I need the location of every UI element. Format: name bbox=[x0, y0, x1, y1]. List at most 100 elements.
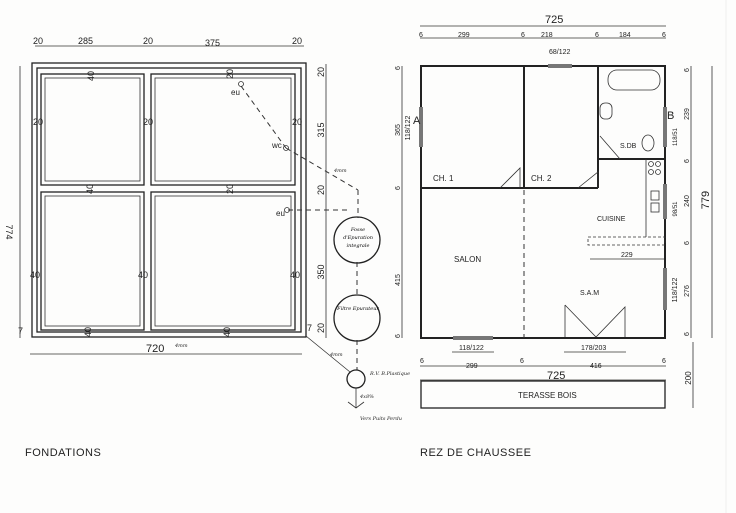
dim: 375 bbox=[205, 38, 220, 48]
window-dim: 118/51 bbox=[673, 127, 679, 146]
window bbox=[663, 184, 667, 219]
window bbox=[548, 64, 572, 68]
window-dim: 118/122 bbox=[672, 278, 679, 303]
pipe-label: eu bbox=[231, 88, 240, 97]
wall-mark: 40 bbox=[83, 327, 93, 337]
dim: 6 bbox=[419, 32, 423, 39]
filter bbox=[333, 294, 381, 342]
dim: 299 bbox=[458, 32, 470, 39]
dim-kitchen: 229 bbox=[621, 252, 633, 259]
dim-terrace: 200 bbox=[684, 371, 693, 385]
patio-door-icon bbox=[564, 304, 626, 338]
room-label: SALON bbox=[454, 255, 481, 264]
drain-pipe bbox=[240, 85, 287, 149]
kitchen-sink-icon bbox=[650, 190, 660, 201]
drain-point-icon bbox=[238, 81, 244, 87]
dim: 299 bbox=[466, 363, 478, 370]
foundation-title: FONDATIONS bbox=[25, 447, 101, 459]
filter-label: Filtre Epurateur bbox=[337, 306, 379, 312]
dim: 20 bbox=[316, 67, 326, 77]
slope-label: 4mm bbox=[329, 352, 343, 358]
dim-total-height: 774 bbox=[4, 224, 14, 239]
slope-label: 4mm bbox=[174, 343, 188, 349]
dim: 20 bbox=[316, 185, 326, 195]
outer-footing bbox=[31, 62, 307, 338]
corner-mark: 7 bbox=[18, 326, 23, 336]
pipe-label: wc bbox=[271, 141, 282, 150]
exterior-walls bbox=[420, 65, 666, 339]
outer-footing-inner bbox=[36, 67, 302, 333]
section-mark: A bbox=[413, 115, 421, 127]
drain-point-icon bbox=[284, 207, 290, 213]
dim: 6 bbox=[595, 32, 599, 39]
room-label: CUISINE bbox=[597, 216, 626, 223]
dim: 285 bbox=[78, 36, 93, 46]
outlet-manhole bbox=[346, 369, 366, 389]
drain-pipe bbox=[305, 335, 351, 373]
dim: 20 bbox=[316, 323, 326, 333]
corner-mark: 7 bbox=[307, 323, 312, 333]
footing-cell-inner bbox=[154, 77, 292, 182]
dim: 6 bbox=[520, 358, 524, 365]
window bbox=[419, 107, 423, 147]
wall-mark: 40 bbox=[222, 327, 232, 337]
dim: 6 bbox=[662, 32, 666, 39]
septic-tank-label: Fosse d'Epuration integrale bbox=[343, 227, 373, 249]
outlet-label: R.V. B.Plastique bbox=[369, 371, 410, 377]
window bbox=[453, 336, 493, 340]
room-label: S.A.M bbox=[580, 290, 599, 297]
dim: 416 bbox=[590, 363, 602, 370]
wall-mark: 40 bbox=[86, 71, 96, 81]
window-dim: 118/122 bbox=[459, 345, 484, 352]
wall-mark: 40 bbox=[138, 270, 148, 280]
section-mark: B bbox=[667, 110, 674, 122]
outlet-slope: 4x8% bbox=[359, 394, 374, 400]
wall-mark: 40 bbox=[85, 184, 95, 194]
dim-total-top: 725 bbox=[545, 14, 563, 26]
footing-cell bbox=[150, 191, 296, 331]
room-label: CH. 2 bbox=[531, 174, 552, 183]
drain-pipe bbox=[285, 147, 359, 191]
dim: 20 bbox=[33, 36, 43, 46]
wall-mark: 40 bbox=[30, 270, 40, 280]
filter-label-box: Filtre Epurateur bbox=[337, 306, 379, 312]
footing-cell bbox=[40, 73, 145, 186]
outlet-arrow-icon bbox=[347, 388, 365, 409]
dim: 6 bbox=[684, 332, 691, 336]
pipe-label: eu bbox=[276, 209, 285, 218]
dim: 6 bbox=[420, 358, 424, 365]
dim: 240 bbox=[684, 195, 691, 207]
door-swing-icon bbox=[499, 167, 521, 189]
dim: 6 bbox=[684, 159, 691, 163]
stove-burner-icon bbox=[655, 169, 661, 175]
wall-mark: 40 bbox=[290, 270, 300, 280]
dim: 20 bbox=[143, 36, 153, 46]
footing-cell-inner bbox=[44, 195, 141, 327]
dim: 350 bbox=[316, 264, 326, 279]
wall-mark: 20 bbox=[225, 69, 235, 79]
dim: 415 bbox=[395, 274, 402, 286]
footing-cell bbox=[150, 73, 296, 186]
sink-icon bbox=[599, 102, 613, 120]
room-label: CH. 1 bbox=[433, 174, 454, 183]
wall-mark: 20 bbox=[292, 117, 302, 127]
wall-mark: 20 bbox=[33, 117, 43, 127]
dim: 6 bbox=[395, 66, 402, 70]
wall-mark: 20 bbox=[143, 117, 153, 127]
dim-total-bottom: 725 bbox=[547, 370, 565, 382]
dim: 6 bbox=[521, 32, 525, 39]
dim-total-right: 779 bbox=[700, 191, 712, 209]
window-dim: 98/51 bbox=[673, 201, 679, 217]
dim: 6 bbox=[684, 241, 691, 245]
door-swing-icon bbox=[599, 135, 621, 160]
wall-mark: 20 bbox=[225, 184, 235, 194]
room-label: S.DB bbox=[620, 143, 637, 150]
kitchen-sink-icon bbox=[650, 202, 660, 213]
dim: 239 bbox=[684, 108, 691, 120]
stove-burner-icon bbox=[648, 161, 654, 167]
terrace bbox=[420, 380, 666, 409]
dim: 315 bbox=[316, 122, 326, 137]
window bbox=[663, 107, 667, 147]
